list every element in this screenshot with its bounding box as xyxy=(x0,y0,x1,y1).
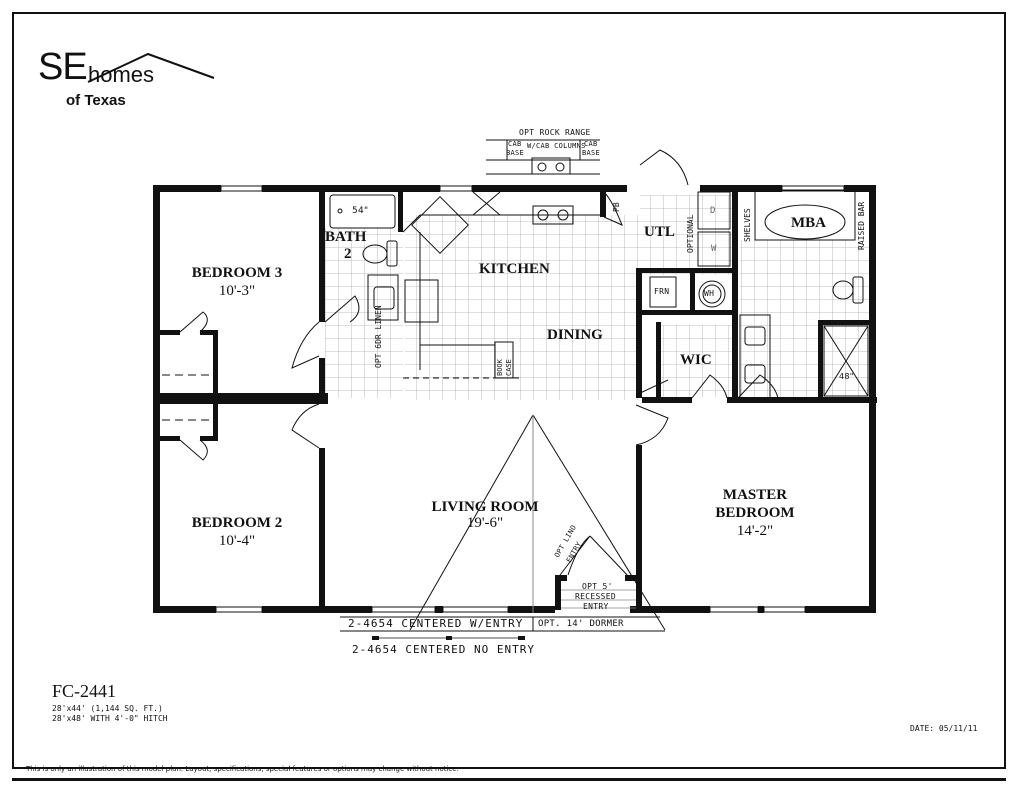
rock-range-option xyxy=(486,139,600,175)
note-window-w-entry: 2-4654 CENTERED W/ENTRY xyxy=(348,617,524,630)
no-entry-windows xyxy=(372,636,525,640)
note-case: CASE xyxy=(505,359,513,376)
note-opt-linen: OPT 6DR LINEN xyxy=(374,305,383,368)
disclaimer: This is only an illustration of this mod… xyxy=(26,765,459,773)
note-furnace: FRN xyxy=(654,287,670,296)
note-dormer: OPT. 14' DORMER xyxy=(538,619,624,629)
model-spec-2: 28'x48' WITH 4'-0" HITCH xyxy=(52,714,168,723)
water-heater xyxy=(698,280,726,308)
note-cab-right-2: BASE xyxy=(582,149,601,157)
room-dim-bedroom2: 10'-4" xyxy=(218,533,256,549)
model-number: FC-2441 xyxy=(52,681,117,701)
room-label-bath2: BATH xyxy=(325,229,367,245)
dormer-outline xyxy=(340,616,665,632)
model-spec-1: 28'x44' (1,144 SQ. FT.) xyxy=(52,704,163,713)
note-recessed-2: RECESSED xyxy=(575,592,616,601)
room-label-dining: DINING xyxy=(547,327,603,343)
interior-walls xyxy=(153,192,877,610)
room-label-master-line2: BEDROOM xyxy=(715,505,795,521)
note-cab-left-2: BASE xyxy=(506,149,525,157)
shelving-lines xyxy=(754,192,856,240)
room-label-bedroom2: BEDROOM 2 xyxy=(191,515,283,531)
note-book: BOOK xyxy=(496,359,504,376)
room-label-kitchen: KITCHEN xyxy=(479,261,550,277)
vaulted-ceiling-lines xyxy=(409,414,666,631)
note-tub-size: 54" xyxy=(352,206,369,216)
kitchen-counters xyxy=(402,191,600,379)
room-dim-master: 14'-2" xyxy=(736,523,774,539)
room-dim-bedroom3: 10'-3" xyxy=(218,283,256,299)
bathtub xyxy=(329,194,396,229)
note-cab-right-1: CAB xyxy=(584,140,598,148)
drawing-date: DATE: 05/11/11 xyxy=(910,724,978,733)
room-label-bedroom3: BEDROOM 3 xyxy=(191,265,283,281)
master-sinks xyxy=(739,314,771,401)
note-shower-size: 48" xyxy=(839,372,854,381)
closet-rods xyxy=(162,374,212,421)
windows xyxy=(215,185,845,613)
note-water-heater: WH xyxy=(704,289,715,298)
tile-floor xyxy=(325,195,875,400)
room-dim-living-room: 19'-6" xyxy=(466,515,504,531)
company-logo: SE homes of Texas xyxy=(38,46,215,109)
drawing-frame xyxy=(12,12,1006,769)
room-label-wic: WIC xyxy=(680,352,712,368)
bottom-rule xyxy=(12,778,1006,781)
room-label-master-line1: MASTER xyxy=(722,487,788,503)
doors xyxy=(179,149,779,579)
note-raised-bar: RAISED BAR xyxy=(857,201,866,250)
note-recessed-3: ENTRY xyxy=(583,602,609,611)
note-cab-columns: W/CAB COLUMNS xyxy=(527,142,586,150)
recessed-entry xyxy=(561,589,636,609)
shower xyxy=(823,325,869,397)
washer-dryer xyxy=(697,191,731,267)
sink-bath2 xyxy=(367,274,399,321)
room-label-bath2-number: 2 xyxy=(344,246,352,262)
note-recessed-1: OPT 5' xyxy=(582,582,613,591)
note-dryer: D xyxy=(710,206,716,216)
note-window-no-entry: 2-4654 CENTERED NO ENTRY xyxy=(352,643,535,656)
furnace xyxy=(649,276,677,308)
room-label-mba: MBA xyxy=(791,215,826,231)
logo-word: homes xyxy=(88,62,155,87)
room-label-utility: UTL xyxy=(644,224,675,240)
note-optional: OPTIONAL xyxy=(686,214,695,253)
logo-tagline: of Texas xyxy=(66,92,126,109)
toilet-bath2 xyxy=(362,240,398,267)
note-pb: PB xyxy=(612,202,621,212)
note-shelves: SHELVES xyxy=(743,208,752,242)
toilet-mba xyxy=(832,276,864,304)
logo-initials: SE xyxy=(38,46,88,88)
note-washer: W xyxy=(711,244,717,254)
roof-icon xyxy=(87,52,215,83)
note-opt-rock-range: OPT ROCK RANGE xyxy=(519,128,591,137)
note-cab-left-1: CAB xyxy=(508,140,522,148)
room-label-living-room: LIVING ROOM xyxy=(431,499,539,515)
